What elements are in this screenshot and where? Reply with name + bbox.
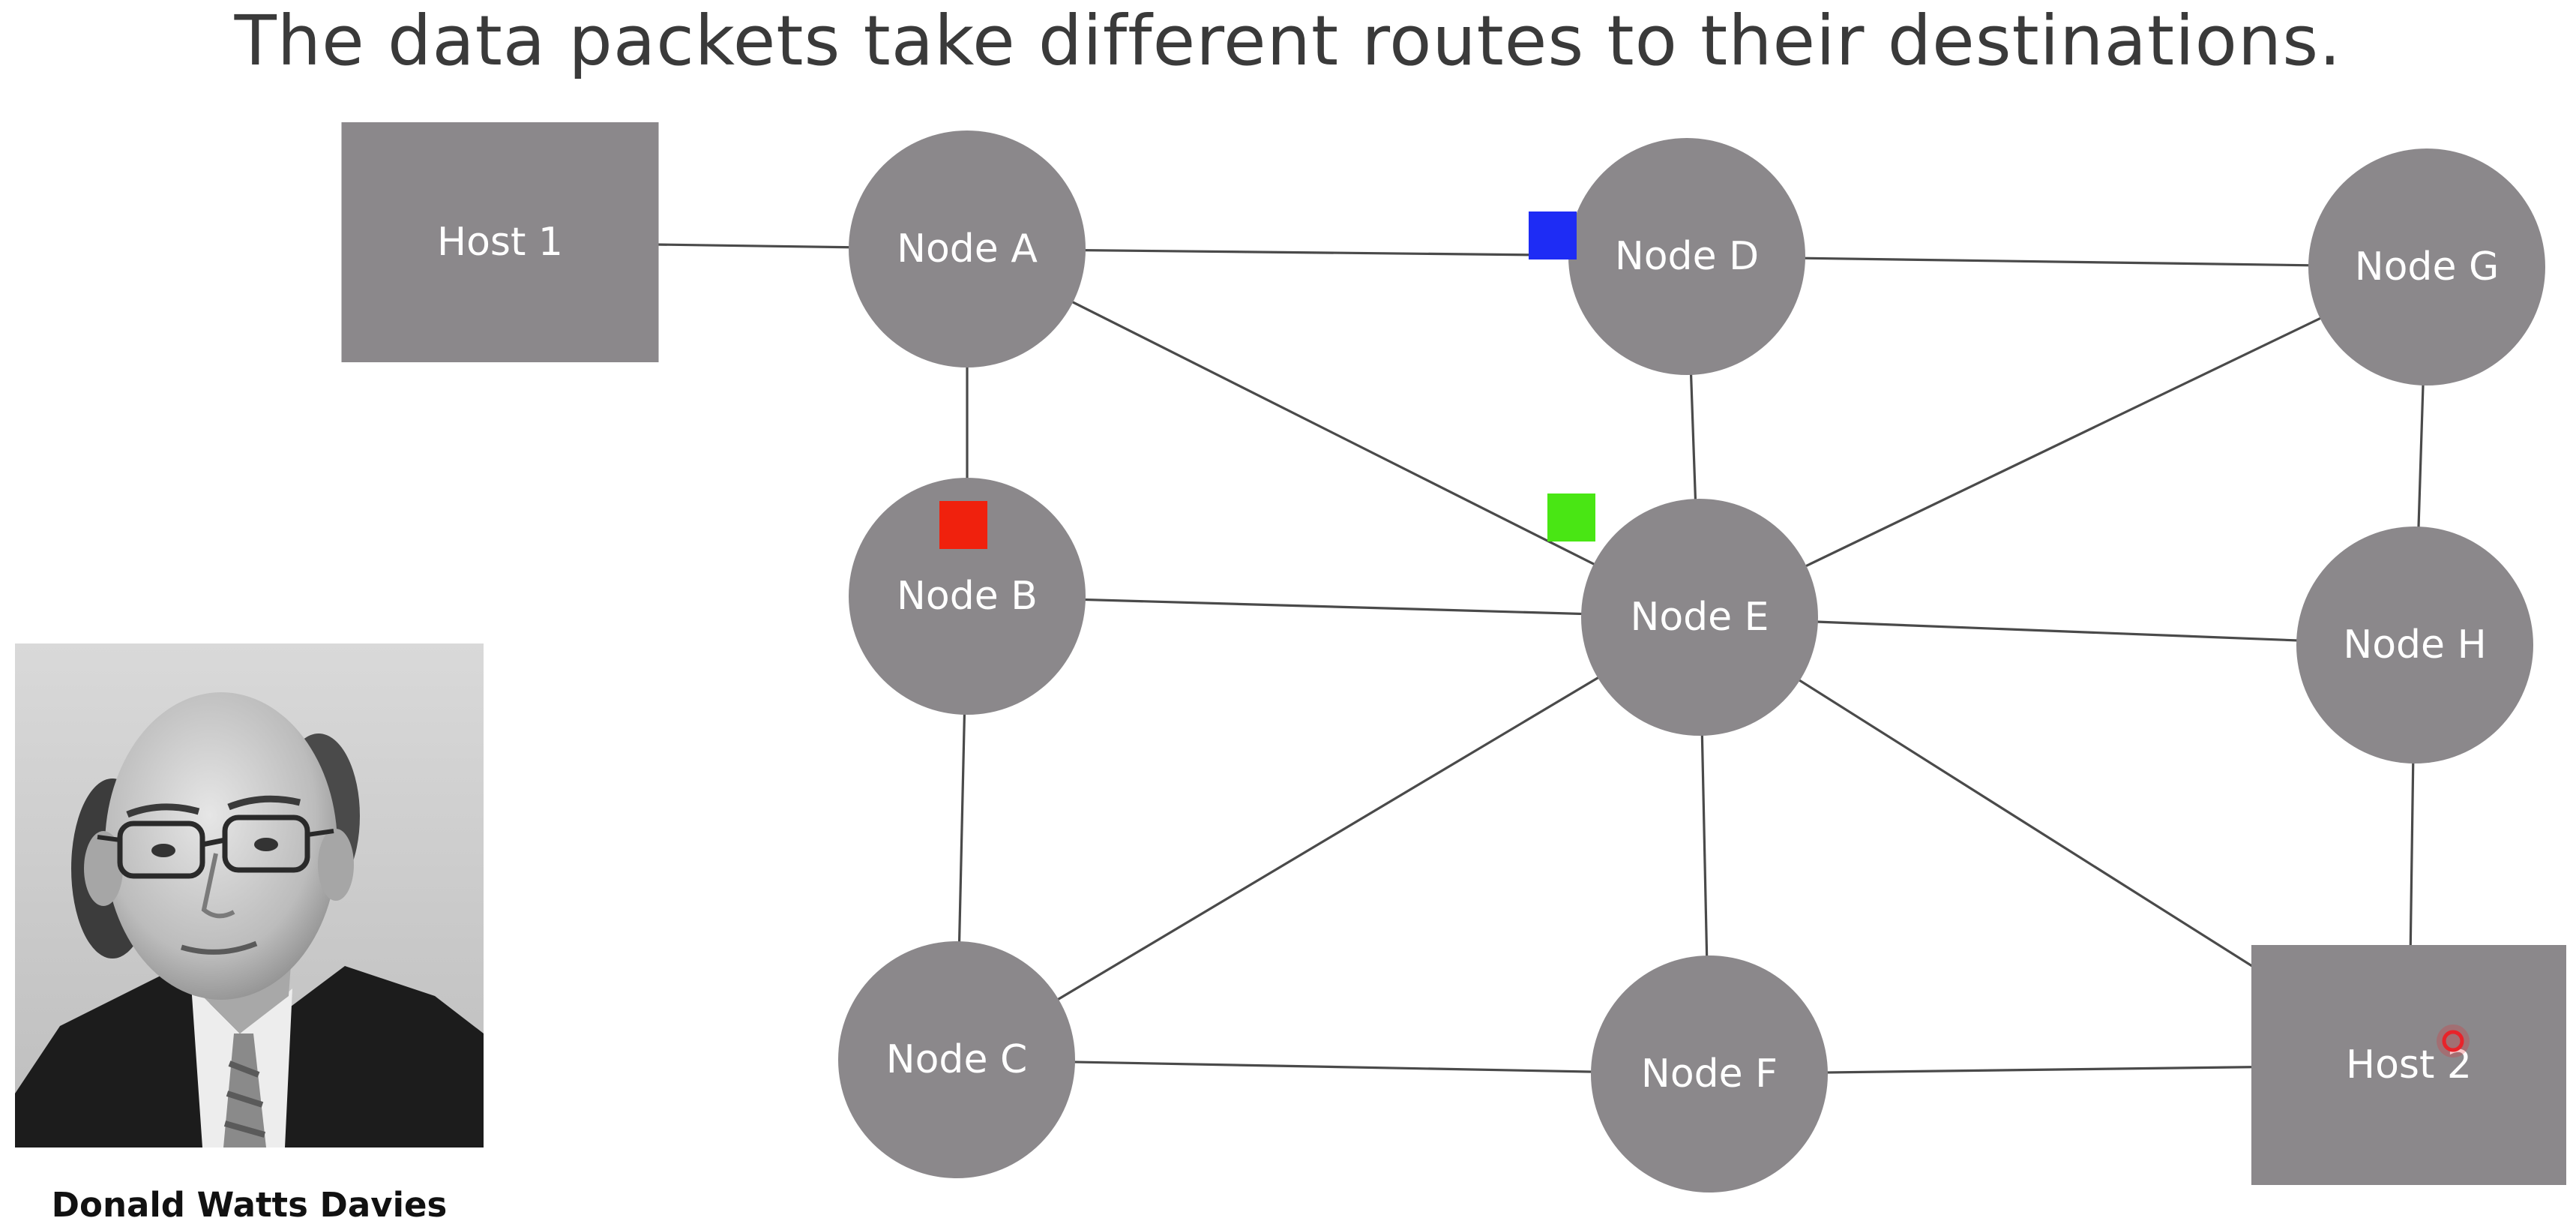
nodeA-shape — [849, 130, 1086, 368]
packet-blue — [1529, 212, 1577, 260]
nodeE-label: Node E — [1630, 595, 1769, 640]
host1-label: Host 1 — [437, 220, 563, 265]
nodeF-label: Node F — [1641, 1052, 1778, 1096]
node-nodeC: Node C — [838, 941, 1075, 1178]
edge-nodeE-nodeG — [1699, 266, 2428, 619]
nodeF-shape — [1591, 956, 1828, 1192]
nodeH-shape — [2296, 526, 2533, 764]
node-nodeH: Node H — [2296, 526, 2533, 764]
nodeD-shape — [1568, 138, 1805, 375]
edge-nodeE-nodeH — [1699, 616, 2416, 646]
packet-green — [1547, 494, 1595, 542]
nodeD-label: Node D — [1615, 234, 1759, 279]
portrait-caption: Donald Watts Davies — [51, 1185, 448, 1225]
edge-nodeD-nodeG — [1686, 255, 2428, 268]
nodes-layer: Host 1 Node A Node B Node C Node D Node E Node… — [341, 122, 2566, 1192]
packets-layer — [939, 212, 1595, 549]
nodeH-label: Node H — [2343, 622, 2486, 668]
cursor-ring — [2442, 1030, 2464, 1052]
host-host2: Host 2 — [2251, 945, 2566, 1185]
cursor-indicator — [2437, 1024, 2470, 1058]
node-nodeE: Node E — [1581, 499, 1818, 736]
edge-nodeB-nodeE — [966, 595, 1700, 619]
nodeG-label: Node G — [2355, 244, 2500, 290]
nodeC-label: Node C — [886, 1037, 1028, 1082]
nodeE-shape — [1581, 499, 1818, 736]
node-nodeD: Node D — [1568, 138, 1805, 375]
host1-shape — [341, 122, 659, 362]
nodeG-shape — [2308, 148, 2545, 386]
nodeC-shape — [838, 941, 1075, 1178]
nodeA-label: Node A — [897, 226, 1038, 272]
node-nodeF: Node F — [1591, 956, 1828, 1192]
nodeB-shape — [849, 478, 1086, 715]
nodeB-label: Node B — [897, 574, 1038, 619]
edge-nodeA-nodeE — [966, 248, 1700, 619]
node-nodeB: Node B — [849, 478, 1086, 715]
edge-nodeC-nodeF — [956, 1058, 1710, 1076]
host2-shape — [2251, 945, 2566, 1185]
slide-title: The data packets take different routes t… — [234, 1, 2342, 81]
node-nodeA: Node A — [849, 130, 1086, 368]
host-host1: Host 1 — [341, 122, 659, 362]
node-nodeG: Node G — [2308, 148, 2545, 386]
packet-red — [939, 501, 987, 549]
portrait-photo — [15, 644, 484, 1148]
cursor-glow — [2437, 1024, 2470, 1058]
edge-nodeE-nodeC — [956, 616, 1700, 1061]
edges-layer — [499, 241, 2428, 1076]
